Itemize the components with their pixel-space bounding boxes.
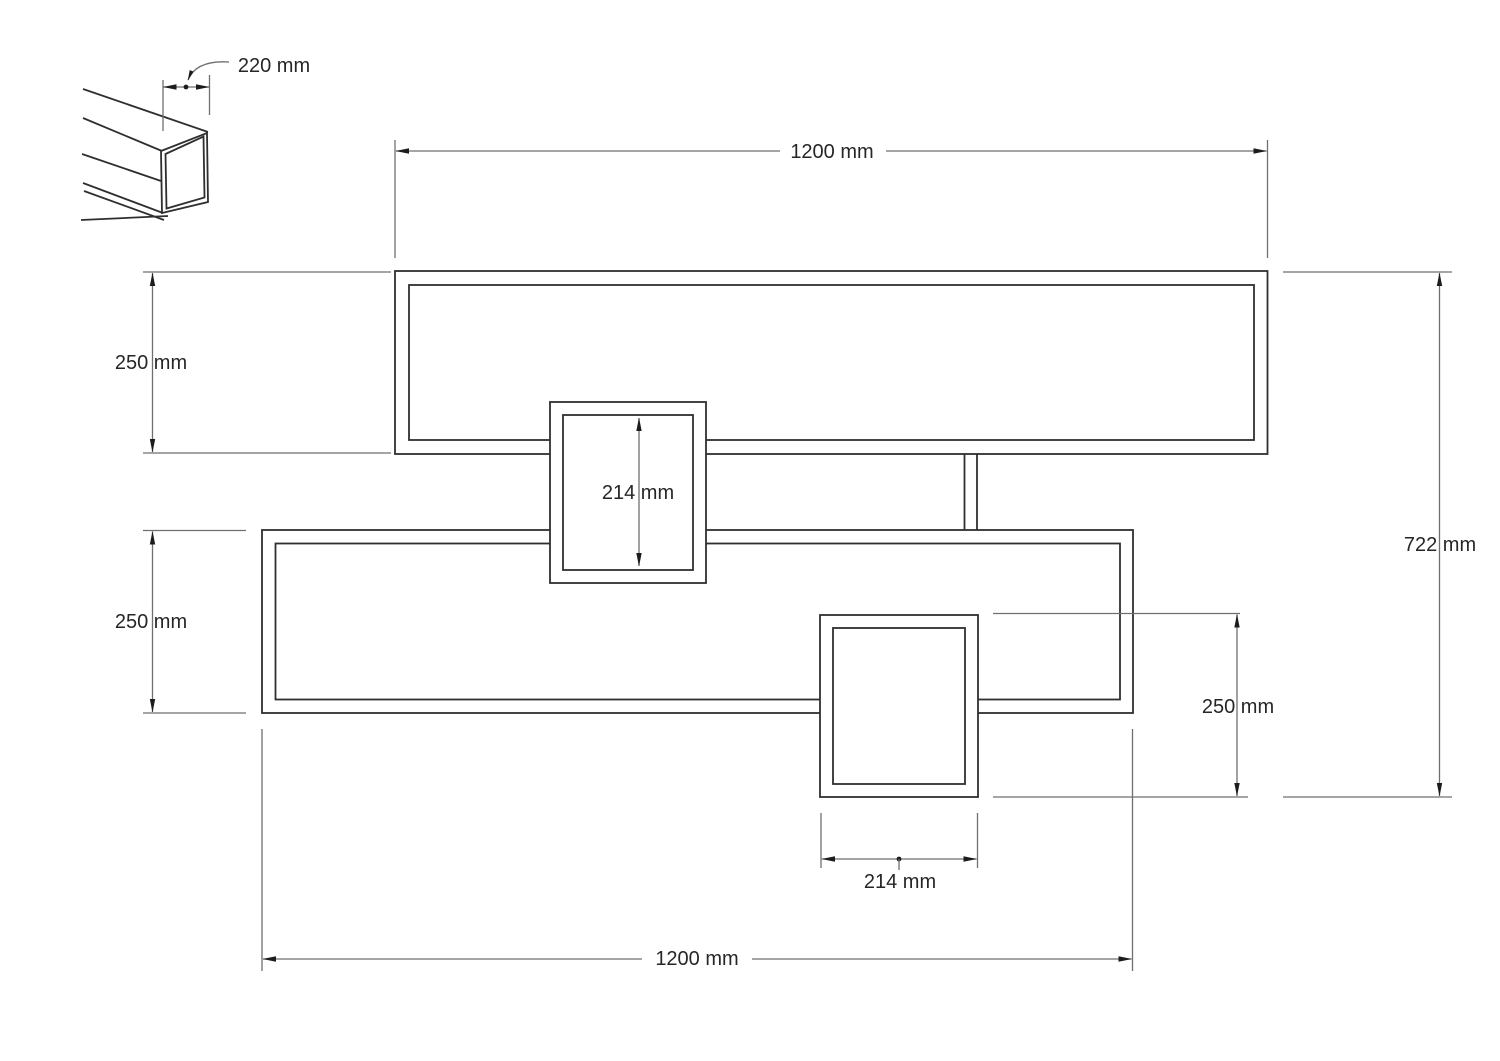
dim-label-detail-depth: 220 mm: [238, 55, 310, 77]
detail-end-face-inner: [164, 135, 206, 210]
dim-side-cube-height: 250 mm: [993, 612, 1274, 798]
dim-center-dot: [183, 84, 189, 90]
upper-shelf-inner: [408, 284, 1255, 441]
dim-bottom-width: 1200 mm: [261, 729, 1134, 971]
dim-lower-shelf-height: 250 mm: [115, 529, 246, 714]
detail-front-bottom-edge: [82, 182, 164, 214]
detail-bottom-far-edge: [80, 215, 169, 221]
dim-label-middle-cube-height: 214 mm: [602, 482, 674, 504]
middle-cube-inner: [562, 414, 694, 571]
dim-upper-shelf-height: 250 mm: [115, 271, 391, 454]
upper-shelf-outer: [394, 270, 1269, 455]
detail-front-middle-edge: [81, 153, 162, 182]
cross-section-detail-sketch: 220 mm: [80, 55, 310, 221]
dim-top-width: 1200 mm: [394, 140, 1269, 258]
detail-top-far-edge: [82, 88, 209, 133]
dim-detail-depth: 220 mm: [162, 55, 310, 131]
side-cube-outer: [819, 614, 979, 798]
detail-top-near-edge: [82, 117, 163, 152]
shelf-connector: [963, 454, 978, 530]
dim-label-side-cube-height: 250 mm: [1202, 696, 1274, 718]
middle-cube-outer: [549, 401, 707, 584]
dim-label-side-cube-width: 214 mm: [864, 871, 936, 893]
dim-side-cube-width: 214 mm: [820, 813, 979, 893]
dim-label-overall-height: 722 mm: [1404, 534, 1476, 556]
dim-label-lower-shelf-height: 250 mm: [115, 611, 187, 633]
dim-label-top-width: 1200 mm: [790, 141, 873, 163]
dim-leader-curve: [187, 61, 230, 81]
side-cube-inner: [832, 627, 966, 785]
dim-label-bottom-width: 1200 mm: [655, 948, 738, 970]
detail-end-face-outer: [160, 131, 209, 215]
dim-label-upper-shelf-height: 250 mm: [115, 352, 187, 374]
dim-middle-cube-height: 214 mm: [602, 417, 674, 567]
detail-bottom-near-edge: [83, 190, 165, 221]
front-view: [261, 270, 1269, 798]
dim-overall-height: 722 mm: [1283, 271, 1476, 798]
